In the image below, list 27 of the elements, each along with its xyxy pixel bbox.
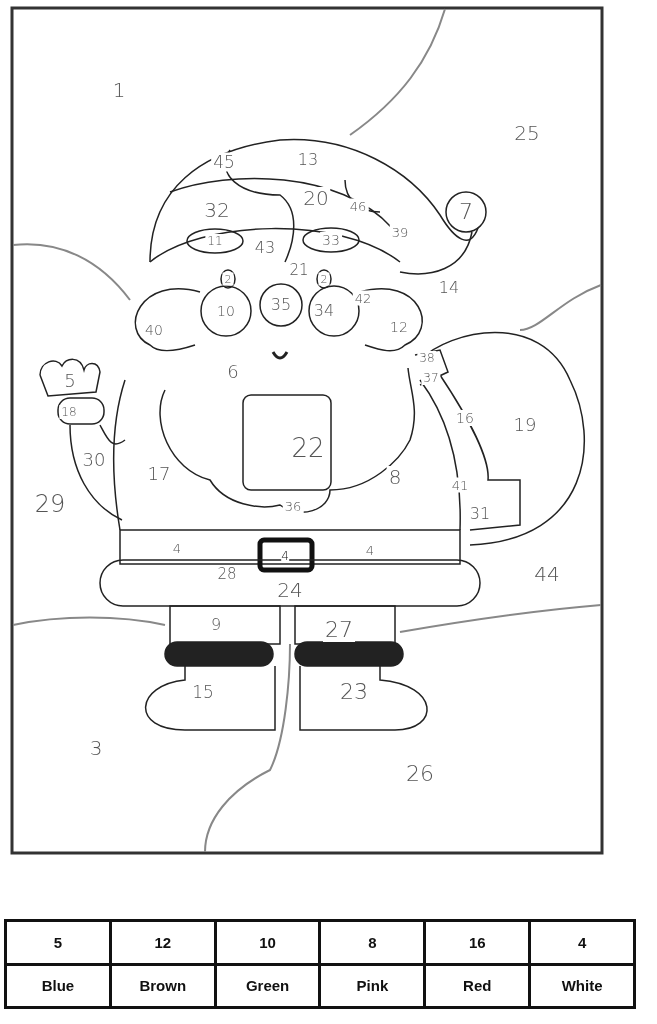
region-number: 38 bbox=[417, 351, 437, 365]
color-name-cell: Pink bbox=[320, 964, 425, 1008]
color-name-cell: Green bbox=[215, 964, 320, 1008]
number-cell: 12 bbox=[110, 920, 216, 964]
number-cell: 4 bbox=[529, 920, 635, 964]
number-cell: 10 bbox=[215, 920, 320, 964]
region-number: 2 bbox=[222, 272, 234, 286]
region-number: 39 bbox=[389, 224, 411, 240]
region-number: 11 bbox=[205, 234, 225, 248]
color-name-cell: White bbox=[529, 964, 635, 1008]
color-name-cell: Blue bbox=[5, 964, 111, 1008]
region-number: 27 bbox=[323, 618, 355, 642]
region-number: 46 bbox=[347, 198, 369, 214]
region-number: 2 bbox=[318, 272, 330, 286]
color-name-cell: Brown bbox=[110, 964, 216, 1008]
region-number: 4 bbox=[281, 550, 289, 562]
region-number: 40 bbox=[143, 322, 165, 338]
region-number: 10 bbox=[215, 303, 237, 319]
region-number: 16 bbox=[454, 410, 476, 426]
region-number: 12 bbox=[388, 319, 410, 335]
region-number: 18 bbox=[59, 405, 79, 419]
region-number: 33 bbox=[320, 232, 342, 248]
number-cell: 16 bbox=[424, 920, 530, 964]
color-name-cell: Red bbox=[424, 964, 530, 1008]
region-number: 37 bbox=[421, 371, 441, 385]
number-cell: 8 bbox=[320, 920, 425, 964]
number-cell: 5 bbox=[5, 920, 111, 964]
